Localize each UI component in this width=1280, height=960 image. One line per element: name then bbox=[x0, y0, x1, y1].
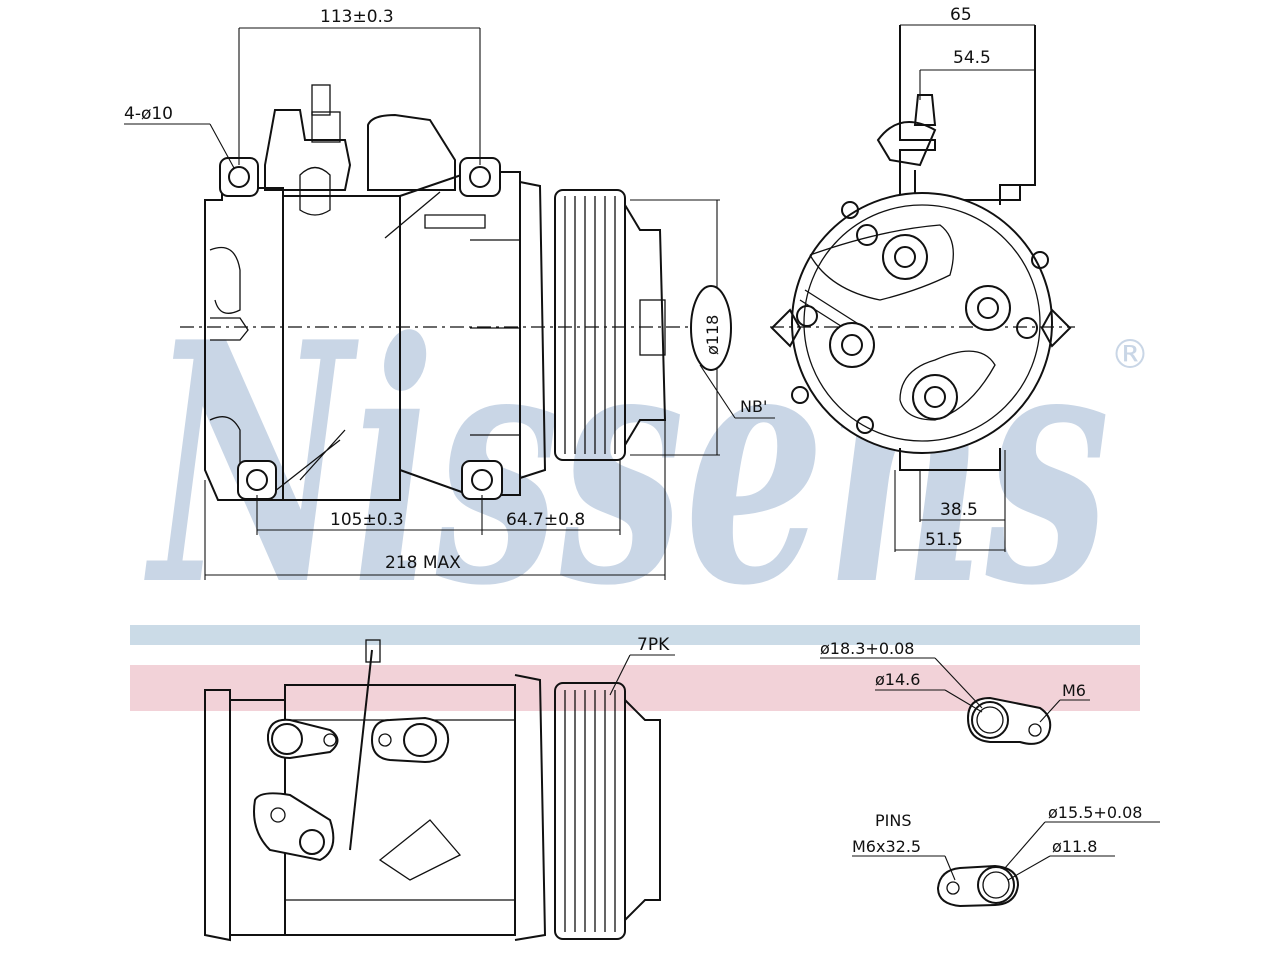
dim-hole-spacing: 105±0.3 bbox=[330, 510, 404, 530]
top-view: 7PK bbox=[204, 635, 675, 942]
dim-port1-outer: ø18.3+0.08 bbox=[820, 639, 914, 658]
dim-port1-thread: M6 bbox=[1062, 681, 1086, 700]
watermark-band-blue bbox=[130, 625, 1140, 645]
dim-top-width: 113±0.3 bbox=[320, 7, 394, 27]
dim-right-bottom-2: 51.5 bbox=[925, 530, 963, 550]
dim-holes: 4-ø10 bbox=[124, 104, 173, 124]
watermark-band-pink bbox=[130, 665, 1140, 711]
dim-right-bottom-1: 38.5 bbox=[940, 500, 978, 520]
dim-port1-inner: ø14.6 bbox=[875, 670, 920, 689]
port-detail-1: ø18.3+0.08 ø14.6 M6 bbox=[820, 639, 1090, 745]
watermark-registered: ® bbox=[1110, 332, 1150, 378]
mount-hole-bottom-right bbox=[461, 460, 503, 500]
port-stud-1 bbox=[882, 234, 928, 280]
mount-hole-bottom-left bbox=[237, 460, 277, 500]
mount-hole-top-left bbox=[219, 157, 259, 197]
rear-view: 65 54.5 bbox=[770, 5, 1075, 552]
dim-nb: NB' bbox=[740, 397, 767, 416]
dim-pulley-offset: 64.7±0.8 bbox=[506, 510, 585, 530]
port-stud-3 bbox=[829, 322, 875, 368]
dim-overall-length: 218 MAX bbox=[385, 553, 461, 573]
port-detail-2: PINS M6x32.5 ø15.5+0.08 ø11.8 bbox=[852, 803, 1160, 908]
pins-title: PINS bbox=[875, 811, 912, 830]
port-stud-2 bbox=[965, 285, 1011, 331]
pins-size: M6x32.5 bbox=[852, 837, 921, 856]
port-stud-4 bbox=[912, 374, 958, 420]
dim-port2-outer: ø15.5+0.08 bbox=[1048, 803, 1142, 822]
dim-port2-inner: ø11.8 bbox=[1052, 837, 1097, 856]
dim-right-width: 65 bbox=[950, 5, 972, 25]
dim-pulley-diameter: ø118 bbox=[703, 315, 722, 355]
side-view: 113±0.3 4-ø10 105±0.3 64.7±0.8 218 MAX ø… bbox=[124, 7, 775, 580]
dim-belt: 7PK bbox=[637, 635, 670, 655]
dim-right-port-offset: 54.5 bbox=[953, 48, 991, 68]
